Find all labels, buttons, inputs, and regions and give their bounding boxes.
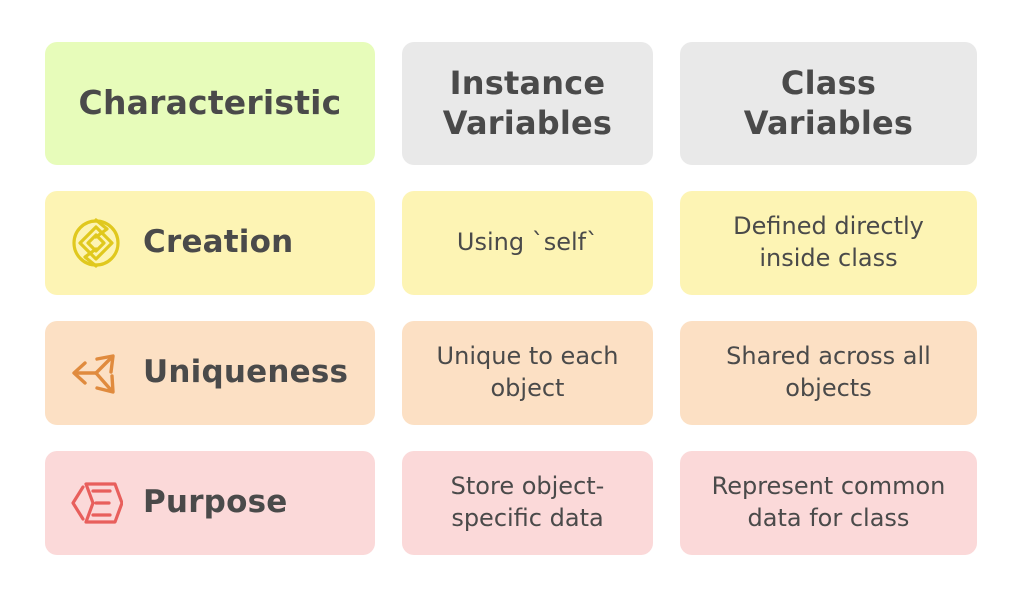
- cell-creation-class-line1: Defined directly: [733, 212, 924, 241]
- table-row-creation-label: Creation: [45, 191, 375, 295]
- cell-creation-class-line2: inside class: [759, 244, 898, 272]
- cell-creation-class-text: Defined directly inside class: [733, 211, 924, 275]
- row-label-uniqueness: Uniqueness: [143, 354, 349, 391]
- three-way-arrow-icon: [67, 344, 125, 402]
- cell-uniqueness-instance: Unique to each object: [402, 321, 653, 425]
- header-label-class-variables: Class Variables: [744, 64, 913, 142]
- cell-purpose-class: Represent common data for class: [680, 451, 977, 555]
- cell-creation-instance: Using `self`: [402, 191, 653, 295]
- cell-uniqueness-class-line2: objects: [785, 374, 872, 402]
- table-header-instance-variables: Instance Variables: [402, 42, 653, 165]
- row-label-creation: Creation: [143, 224, 294, 261]
- cell-purpose-instance-line1: Store object-: [450, 472, 605, 501]
- cell-purpose-class-line1: Represent common: [711, 472, 946, 501]
- table-row-purpose-label: Purpose: [45, 451, 375, 555]
- header-instance-line1: Instance: [449, 64, 606, 103]
- header-class-line1: Class: [780, 64, 877, 103]
- refresh-diamond-icon: [67, 214, 125, 272]
- table-grid: Characteristic Instance Variables Class …: [45, 42, 977, 556]
- cell-uniqueness-class: Shared across all objects: [680, 321, 977, 425]
- header-instance-line2: Variables: [442, 103, 613, 142]
- table-row-uniqueness-label: Uniqueness: [45, 321, 375, 425]
- cell-purpose-class-line2: data for class: [747, 504, 910, 532]
- header-label-characteristic: Characteristic: [78, 83, 342, 123]
- cell-purpose-instance-text: Store object- specific data: [451, 471, 605, 535]
- cell-uniqueness-instance-line1: Unique to each: [436, 342, 619, 371]
- cell-creation-instance-text: Using `self`: [456, 228, 599, 257]
- layered-chevron-icon: [67, 474, 125, 532]
- row-label-purpose: Purpose: [143, 484, 288, 521]
- cell-uniqueness-class-text: Shared across all objects: [726, 341, 931, 405]
- cell-purpose-instance: Store object- specific data: [402, 451, 653, 555]
- cell-purpose-class-text: Represent common data for class: [712, 471, 946, 535]
- cell-uniqueness-instance-text: Unique to each object: [437, 341, 619, 405]
- table-header-characteristic: Characteristic: [45, 42, 375, 165]
- table-header-class-variables: Class Variables: [680, 42, 977, 165]
- header-label-instance-variables: Instance Variables: [443, 64, 612, 142]
- header-class-line2: Variables: [743, 103, 914, 142]
- cell-uniqueness-instance-line2: object: [490, 374, 565, 402]
- cell-creation-class: Defined directly inside class: [680, 191, 977, 295]
- cell-uniqueness-class-line1: Shared across all: [726, 342, 931, 371]
- cell-purpose-instance-line2: specific data: [451, 504, 604, 532]
